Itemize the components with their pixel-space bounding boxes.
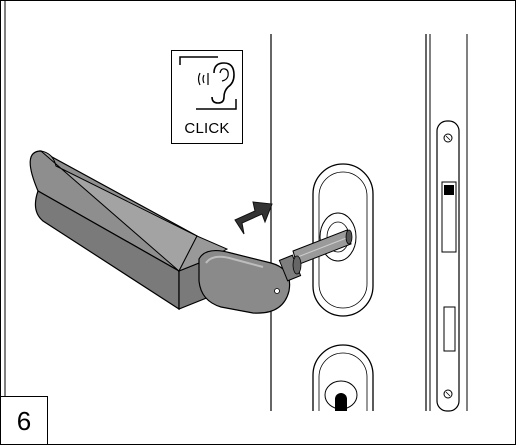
push-arrow-icon (234, 201, 273, 235)
click-sound-indicator: CLICK (171, 50, 243, 144)
step-number: 6 (16, 406, 32, 436)
keyhole-rose (312, 344, 374, 411)
ear-icon (179, 56, 237, 110)
click-label: CLICK (184, 120, 230, 137)
lock-faceplate (425, 34, 468, 412)
lever-handle (29, 150, 302, 314)
step-number-box: 6 (1, 396, 48, 444)
